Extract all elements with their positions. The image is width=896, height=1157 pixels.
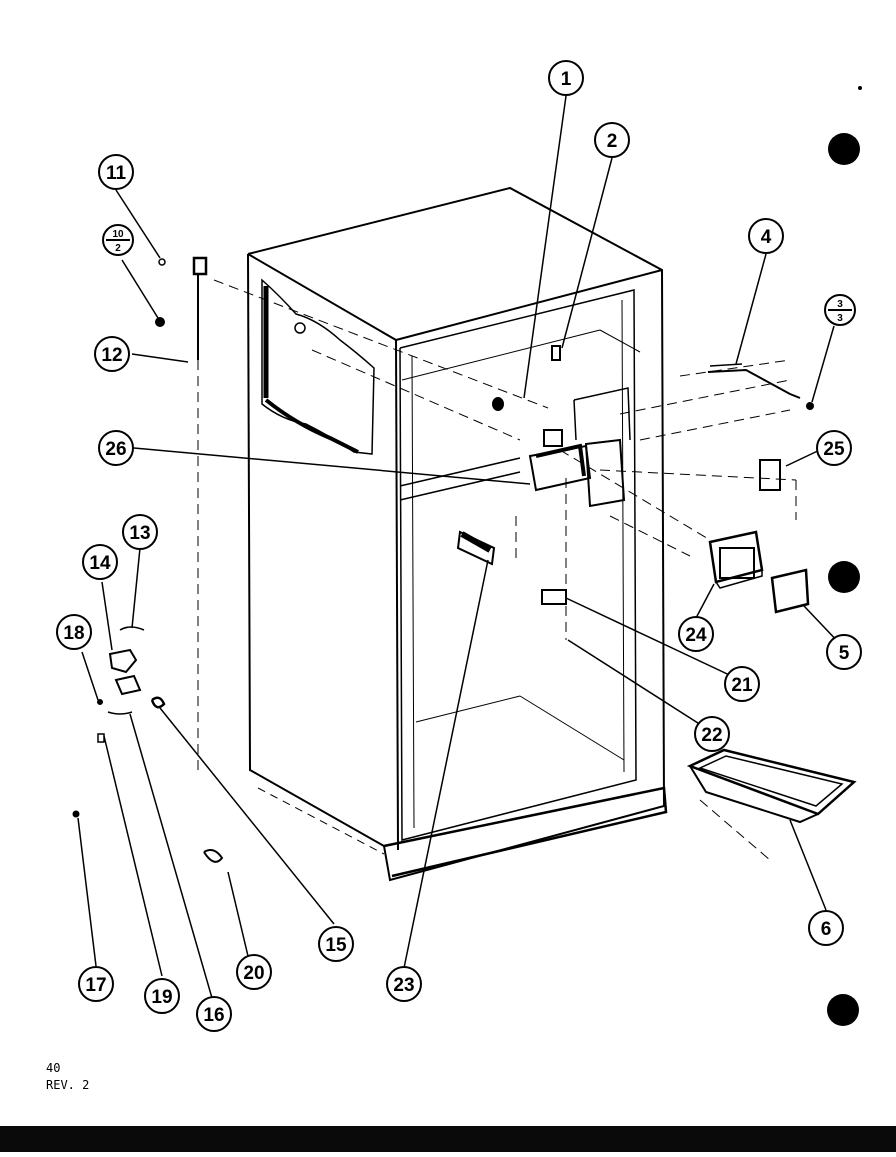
cabinet-outline [247,186,666,882]
part-6-tray [686,748,857,824]
part-4-bracket [707,368,801,399]
callout-circle [678,616,714,652]
callout-number: 14 [89,553,111,574]
callout-number: 16 [203,1005,224,1026]
callout-21: 21 [724,666,760,702]
callout-number: 23 [393,975,414,996]
callout-circle [826,634,862,670]
callout-number: 25 [823,439,845,460]
callout-18: 18 [56,614,92,650]
callout-12: 12 [94,336,130,372]
callout-6: 6 [808,910,844,946]
part-11-hinge [158,256,208,360]
callout-number: 5 [839,643,850,664]
callout-number: 1 [561,69,572,90]
base-grille [383,786,668,878]
callout-circle [748,218,784,254]
callout-number: 22 [701,725,722,746]
callout-number: 17 [85,975,106,996]
callout-circle [98,154,134,190]
callout-number: 4 [761,227,772,248]
callout-circle [82,544,118,580]
callout-13: 13 [122,514,158,550]
callout-22: 22 [694,716,730,752]
callout-number: 13 [129,523,150,544]
scan-bottom-edge [0,1126,896,1152]
callout-circle [808,910,844,946]
callout-circle [318,926,354,962]
fraction-callout-3-3: 33 [824,294,856,326]
cutaway-insulation [261,278,375,455]
callout-circle [78,966,114,1002]
cabinet-liner [399,289,637,841]
revision-label: REV. 2 [46,1078,90,1092]
callout-circle [122,514,158,550]
small-parts-cluster [72,626,224,863]
callout-number: 19 [151,987,172,1008]
part-25-label [759,459,781,491]
callout-4: 4 [748,218,784,254]
callout-25: 25 [816,430,852,466]
callout-number: 20 [243,963,264,984]
callout-number: 6 [821,919,832,940]
callout-24: 24 [678,616,714,652]
fraction-bottom: 2 [115,243,121,254]
callout-1: 1 [548,60,584,96]
callout-circle [144,978,180,1014]
part-24-box [708,530,764,589]
fraction-top: 3 [837,299,843,310]
callout-23: 23 [386,966,422,1002]
fraction-bottom: 3 [837,313,843,324]
callout-number: 2 [607,131,618,152]
callout-circle [196,996,232,1032]
callout-circle [594,122,630,158]
callout-circle [386,966,422,1002]
fraction-callout-10-2: 102 [102,224,134,256]
callout-circle [548,60,584,96]
registration-dot [828,561,860,593]
callout-circle [56,614,92,650]
callout-circle [98,430,134,466]
callout-16: 16 [196,996,232,1032]
callout-26: 26 [98,430,134,466]
page-number: 40 [46,1061,61,1075]
registration-dot [828,133,860,165]
callout-circle [724,666,760,702]
callout-number: 15 [325,935,347,956]
callout-20: 20 [236,954,272,990]
callout-number: 21 [731,675,753,696]
callout-number: 11 [106,163,127,184]
callout-circle [236,954,272,990]
callout-15: 15 [318,926,354,962]
part-26-icemaker [528,387,631,508]
callout-number: 26 [105,439,126,460]
registration-dot [827,994,859,1026]
callout-14: 14 [82,544,118,580]
callout-circle [694,716,730,752]
callout-circle [816,430,852,466]
page-footer: 40 REV. 2 [46,1060,89,1094]
part-5-cover [770,568,810,614]
callout-number: 18 [63,623,84,644]
fraction-top: 10 [112,229,124,240]
callout-17: 17 [78,966,114,1002]
callout-circle [94,336,130,372]
part-21-bracket [541,589,567,605]
callout-2: 2 [594,122,630,158]
callout-number: 24 [685,625,707,646]
callout-19: 19 [144,978,180,1014]
callout-number: 12 [101,345,122,366]
callout-5: 5 [826,634,862,670]
callout-11: 11 [98,154,134,190]
